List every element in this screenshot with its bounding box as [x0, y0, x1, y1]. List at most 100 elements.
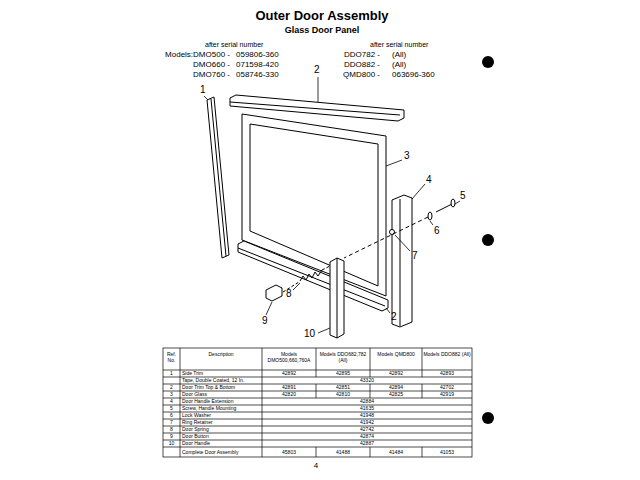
- part-description: Complete Door Assembly: [182, 447, 261, 457]
- table-heading: Description: [181, 351, 261, 357]
- part-description: Door Spring: [182, 426, 261, 433]
- ref-number: 7: [164, 419, 179, 426]
- part-number: 42895: [317, 370, 369, 377]
- leader-line: [430, 221, 433, 225]
- model-number: QMD800 -: [320, 70, 380, 80]
- part-number: 42892: [371, 370, 421, 377]
- ref-number: 2: [164, 384, 179, 391]
- top-trim-edge: [230, 102, 400, 115]
- column-heading: after serial number: [205, 41, 263, 49]
- punch-hole: [482, 56, 494, 68]
- leader-line: [386, 160, 402, 166]
- serial-number: 063696-360: [392, 70, 435, 80]
- model-number: DDO882 -: [320, 60, 380, 70]
- table-rule: [163, 391, 472, 392]
- callout-number: 5: [460, 190, 466, 202]
- leader-line: [293, 283, 300, 290]
- door-handle: [330, 258, 344, 338]
- ref-number: 3: [164, 391, 179, 398]
- leader-line: [204, 96, 208, 100]
- part-description: Ring Retainer: [182, 419, 261, 426]
- punch-holes: [482, 56, 494, 424]
- part-description: Door Glass: [182, 391, 261, 398]
- callout-number: 8: [286, 288, 292, 300]
- part-number: 42919: [423, 391, 471, 398]
- ref-number: 5: [164, 405, 179, 412]
- part-description: Door Handle: [182, 440, 261, 447]
- part-description: Door Trim Top & Bottom: [182, 384, 261, 391]
- part-number: 41942: [263, 419, 471, 426]
- leader-line: [266, 302, 272, 315]
- part-number: 42742: [263, 426, 471, 433]
- part-number: 42892: [263, 370, 315, 377]
- part-number: 42894: [371, 384, 421, 391]
- part-number: 41053: [423, 447, 471, 457]
- callout-number: 4: [426, 174, 432, 186]
- leader-line: [318, 328, 330, 333]
- part-number: 41948: [263, 412, 471, 419]
- part-number: 42893: [423, 370, 471, 377]
- serial-number: 058746-330: [236, 70, 279, 80]
- serial-number: 071598-420: [236, 60, 279, 70]
- table-heading: Models DDO882 (All): [423, 351, 471, 357]
- callout-number: 10: [304, 328, 315, 340]
- ref-number: 1: [164, 370, 179, 377]
- table-rule: [163, 370, 472, 371]
- leader-line: [412, 184, 425, 199]
- part-description: Door Button: [182, 433, 261, 440]
- callout-number: 7: [412, 250, 418, 262]
- model-number: DDO782 -: [320, 50, 380, 60]
- table-rule: [262, 348, 263, 457]
- part-number: 42810: [317, 391, 369, 398]
- leader-line: [395, 235, 410, 251]
- ref-number: 10: [164, 440, 179, 447]
- door-button: [266, 285, 282, 301]
- door-handle-edge: [337, 258, 338, 338]
- bottom-trim: [238, 241, 388, 311]
- leader-lines: [204, 77, 460, 333]
- column-heading: after serial number: [370, 41, 428, 49]
- part-number: 42874: [263, 433, 471, 440]
- serial-number: (All): [392, 60, 406, 70]
- screw: [436, 204, 452, 212]
- part-number: 42887: [263, 440, 471, 447]
- subtitle: Glass Door Panel: [222, 25, 422, 36]
- table-rule: [316, 348, 317, 457]
- right-side-trim: [392, 195, 412, 327]
- table-heading: Ref. No.: [164, 351, 179, 363]
- part-description: Lock Washer: [182, 412, 261, 419]
- part-number: 42884: [263, 398, 471, 405]
- door-spring: [300, 270, 322, 281]
- leader-line: [455, 201, 460, 204]
- part-number: 42891: [263, 384, 315, 391]
- part-number: 41484: [371, 447, 421, 457]
- leader-line: [318, 77, 319, 102]
- ref-number: 9: [164, 433, 179, 440]
- ref-number: 6: [164, 412, 179, 419]
- callout-number: 1: [200, 84, 206, 96]
- table-rule: [422, 348, 423, 457]
- table-heading: Models DDO682,782 (All): [317, 351, 369, 363]
- door-parts: [207, 95, 455, 338]
- punch-hole: [482, 412, 494, 424]
- leader-line: [386, 308, 390, 313]
- callout-number: 6: [434, 225, 440, 237]
- part-number: 42702: [423, 384, 471, 391]
- callout-number: 2: [314, 64, 320, 76]
- details: [283, 217, 428, 292]
- table-heading: Models QMD800: [371, 351, 421, 357]
- table-rule: [180, 348, 181, 457]
- door-glass: [242, 114, 386, 296]
- part-description: Door Handle Extension: [182, 398, 261, 405]
- table-rule: [163, 426, 472, 427]
- table-rule: [163, 433, 472, 434]
- part-description: Tape, Double Coated, 12 In.: [182, 377, 261, 384]
- callout-number: 2: [391, 311, 397, 323]
- page-number: 4: [296, 461, 336, 471]
- screw-head: [451, 199, 455, 207]
- model-number: DMO660 -: [140, 60, 230, 70]
- table-heading: Models DMO500,660,760A: [263, 351, 315, 363]
- serial-number: 059806-360: [236, 50, 279, 60]
